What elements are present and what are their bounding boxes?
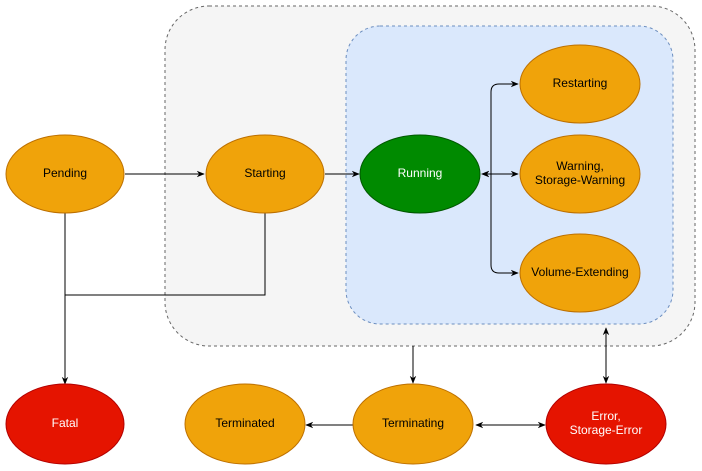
node-starting-label: Starting bbox=[244, 166, 285, 180]
node-label-line: Pending bbox=[43, 166, 87, 180]
node-warning-label: Warning,Storage-Warning bbox=[535, 159, 625, 187]
node-terminated: Terminated bbox=[184, 383, 306, 465]
node-label-line: Starting bbox=[244, 166, 285, 180]
edge-starting-to-fatal bbox=[65, 213, 266, 296]
node-restarting: Restarting bbox=[519, 44, 641, 124]
node-error: Error,Storage-Error bbox=[545, 383, 667, 465]
node-label-line: Fatal bbox=[52, 416, 79, 430]
node-running: Running bbox=[359, 134, 481, 214]
node-fatal-label: Fatal bbox=[52, 416, 79, 430]
node-pending-label: Pending bbox=[43, 166, 87, 180]
node-error-label: Error,Storage-Error bbox=[570, 409, 643, 437]
node-label-line: Restarting bbox=[553, 76, 608, 90]
node-restarting-label: Restarting bbox=[553, 76, 608, 90]
node-terminating-label: Terminating bbox=[382, 416, 444, 430]
node-label-line: Volume-Extending bbox=[531, 265, 628, 279]
node-pending: Pending bbox=[5, 134, 125, 214]
edges-layer bbox=[61, 80, 610, 429]
node-warning: Warning,Storage-Warning bbox=[519, 134, 641, 214]
node-running-label: Running bbox=[398, 166, 443, 180]
node-label-line: Terminating bbox=[382, 416, 444, 430]
node-fatal: Fatal bbox=[5, 383, 125, 465]
node-label-line: Running bbox=[398, 166, 443, 180]
edge-running-volume-extending bbox=[490, 174, 519, 277]
node-terminating: Terminating bbox=[352, 383, 474, 465]
node-label-line: Storage-Error bbox=[570, 423, 643, 437]
edge-running-restarting bbox=[481, 80, 519, 178]
node-label-line: Warning, bbox=[556, 159, 604, 173]
node-label-line: Storage-Warning bbox=[535, 173, 625, 187]
node-starting: Starting bbox=[205, 134, 325, 214]
node-volume-extending: Volume-Extending bbox=[519, 233, 641, 313]
node-volume-extending-label: Volume-Extending bbox=[531, 265, 628, 279]
node-label-line: Terminated bbox=[215, 416, 274, 430]
node-terminated-label: Terminated bbox=[215, 416, 274, 430]
node-label-line: Error, bbox=[591, 409, 620, 423]
